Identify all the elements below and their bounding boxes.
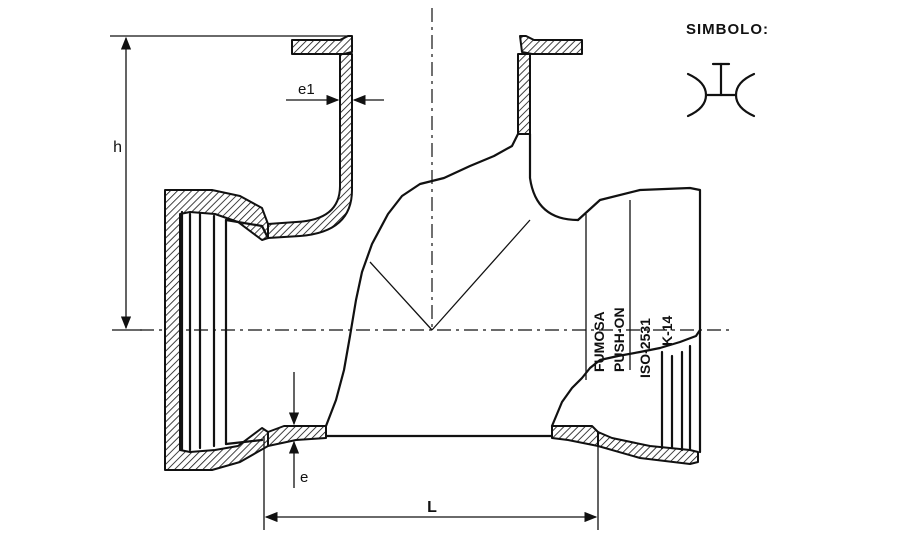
branch-walls bbox=[267, 53, 580, 239]
tee-symbol-icon bbox=[686, 62, 756, 118]
product-markings: FUMOSA PUSH-ON ISO-2531 K-14 bbox=[591, 307, 675, 378]
dimension-L-label: L bbox=[427, 499, 437, 516]
center-lines bbox=[140, 8, 730, 331]
marking-joint: PUSH-ON bbox=[611, 307, 627, 372]
marking-class: K-14 bbox=[659, 315, 675, 346]
dimension-e1-label: e1 bbox=[298, 81, 315, 98]
dimension-e-label: e bbox=[300, 469, 308, 486]
dimension-L: L bbox=[263, 436, 599, 530]
dimension-e: e bbox=[288, 372, 308, 488]
bottom-walls bbox=[267, 425, 599, 447]
dimension-h-label: h bbox=[113, 139, 122, 156]
marking-strip bbox=[585, 200, 631, 380]
marking-standard: ISO-2531 bbox=[637, 318, 653, 378]
symbol-legend: SIMBOLO: bbox=[686, 21, 769, 118]
right-spigot bbox=[576, 186, 702, 465]
branch-flange bbox=[291, 35, 583, 55]
break-lines bbox=[324, 132, 702, 428]
dimension-e1: e1 bbox=[286, 81, 384, 106]
marking-brand: FUMOSA bbox=[591, 311, 607, 372]
dimension-h: h bbox=[110, 35, 352, 331]
symbol-title: SIMBOLO: bbox=[686, 21, 769, 38]
left-socket bbox=[164, 189, 270, 471]
